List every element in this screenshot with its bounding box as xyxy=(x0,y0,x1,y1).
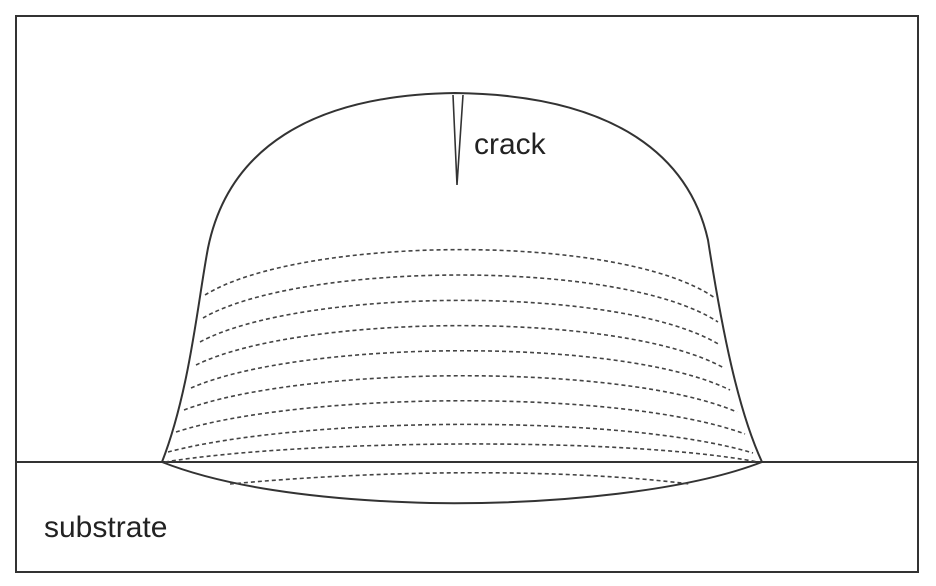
substrate-label: substrate xyxy=(44,511,167,544)
layer-line xyxy=(204,248,716,299)
deposit-layers xyxy=(164,248,759,485)
layer-line xyxy=(202,274,719,323)
layer-line xyxy=(229,471,691,485)
diagram-border xyxy=(15,15,919,573)
crack-label: crack xyxy=(474,128,547,161)
layer-line xyxy=(183,374,738,413)
crack-mark xyxy=(452,94,464,186)
layer-line xyxy=(167,423,754,454)
layer-line xyxy=(190,349,731,391)
layer-line xyxy=(175,399,746,435)
layer-line xyxy=(195,324,725,369)
deposit-outline xyxy=(160,91,764,505)
layer-line xyxy=(199,299,721,346)
layer-line xyxy=(164,443,759,463)
